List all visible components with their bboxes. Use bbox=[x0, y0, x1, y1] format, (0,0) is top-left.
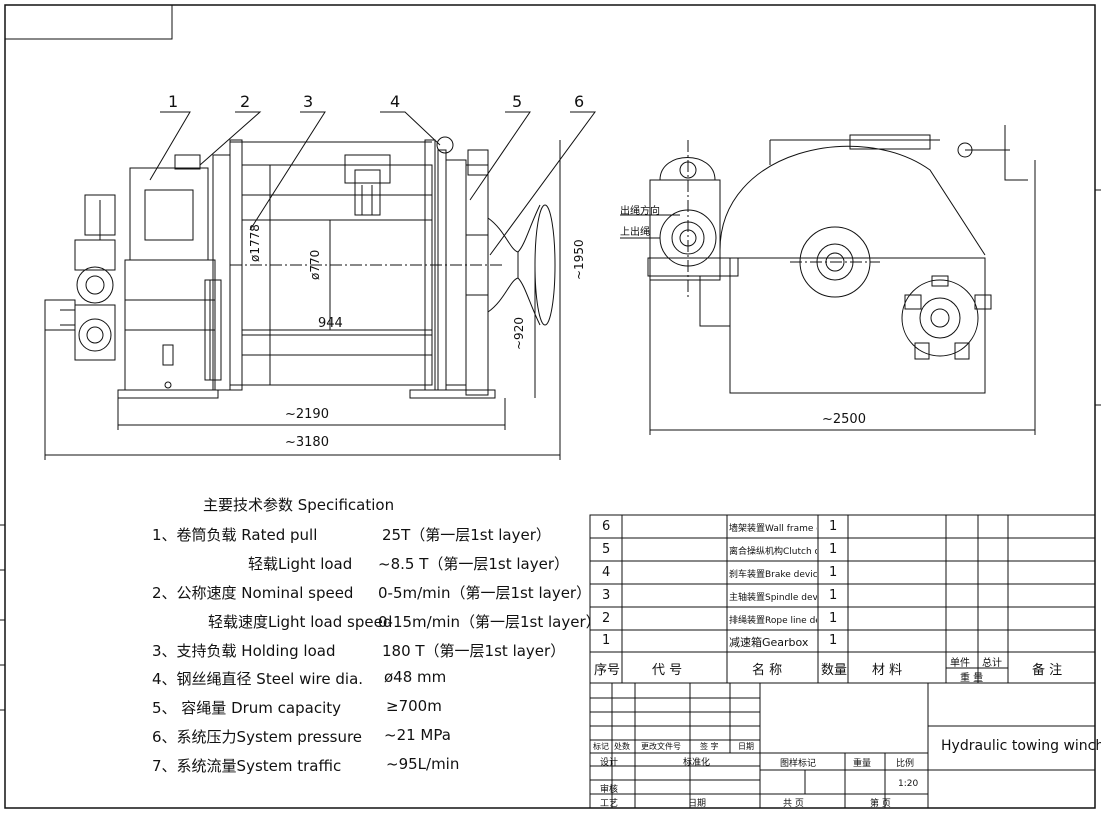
bom-qty-4: 1 bbox=[829, 565, 838, 580]
bom-header-remark: 备 注 bbox=[1032, 663, 1063, 678]
tb-standardization: 标准化 bbox=[683, 758, 711, 768]
bom-name-3: 主轴装置Spindle device bbox=[729, 593, 817, 603]
spec-value-4: 0-15m/min（第一层1st layer） bbox=[378, 613, 601, 631]
spec-value-7: ≥700m bbox=[386, 697, 442, 715]
tb-sheet: 第 页 bbox=[870, 799, 891, 809]
tb-drawing-mark: 图样标记 bbox=[780, 759, 817, 769]
bom-no-5: 5 bbox=[602, 542, 611, 557]
tb-review: 审核 bbox=[600, 785, 619, 795]
bom-table-grid bbox=[589, 514, 1096, 809]
dim-capstan-height: ~920 bbox=[512, 317, 526, 350]
spec-value-2: ~8.5 T（第一层1st layer） bbox=[378, 555, 569, 573]
rope-direction-label: 出绳方向 bbox=[620, 206, 660, 217]
part-number-5: 5 bbox=[512, 92, 523, 111]
bom-name-5: 离合操纵机构Clutch operating mechanism bbox=[729, 547, 817, 557]
bom-qty-5: 1 bbox=[829, 542, 838, 557]
spec-label-1: 1、卷筒负载 Rated pull bbox=[152, 526, 318, 544]
part-number-4: 4 bbox=[390, 92, 401, 111]
tb-weight: 重量 bbox=[853, 759, 872, 769]
tb-scale-label: 比例 bbox=[896, 759, 915, 769]
bom-name-6: 墙架装置Wall frame device bbox=[729, 524, 817, 534]
spec-title: 主要技术参数 Specification bbox=[203, 496, 395, 514]
part-number-6: 6 bbox=[574, 92, 585, 111]
drawing-title: Hydraulic towing winch bbox=[941, 738, 1101, 754]
dim-flange-diameter: ø770 bbox=[308, 249, 322, 280]
spec-label-7: 5、 容绳量 Drum capacity bbox=[152, 699, 342, 717]
tb-rev-date: 日期 bbox=[738, 742, 754, 751]
bom-header-code: 代 号 bbox=[652, 663, 683, 678]
tb-date: 日期 bbox=[688, 799, 707, 809]
spec-value-1: 25T（第一层1st layer） bbox=[382, 526, 551, 544]
dim-length-inner: ~2190 bbox=[285, 407, 329, 422]
part-number-2: 2 bbox=[240, 92, 251, 111]
bom-header-material: 材 料 bbox=[872, 663, 903, 678]
bom-qty-1: 1 bbox=[829, 633, 838, 648]
front-view bbox=[44, 111, 596, 460]
spec-value-6: ø48 mm bbox=[384, 668, 447, 686]
tb-scale: 1:20 bbox=[898, 779, 919, 789]
dim-drum-diameter: ø1778 bbox=[248, 224, 262, 262]
tb-process: 工艺 bbox=[600, 799, 619, 809]
tb-total-sheets: 共 页 bbox=[783, 799, 804, 809]
drawing-number-box bbox=[4, 4, 173, 40]
bom-qty-3: 1 bbox=[829, 588, 838, 603]
tb-rev-mark: 标记 bbox=[593, 742, 609, 751]
bom-name-2: 排绳装置Rope line device bbox=[729, 616, 817, 626]
bom-no-6: 6 bbox=[602, 519, 611, 534]
bom-qty-2: 1 bbox=[829, 611, 838, 626]
spec-value-3: 0-5m/min（第一层1st layer） bbox=[378, 584, 592, 602]
spec-label-9: 7、系统流量System traffic bbox=[152, 757, 342, 775]
bom-name-1: 减速箱Gearbox bbox=[729, 636, 809, 649]
spec-label-3: 2、公称速度 Nominal speed bbox=[152, 584, 354, 602]
bom-no-1: 1 bbox=[602, 633, 611, 648]
spec-label-4: 轻载速度Light load speed bbox=[208, 613, 393, 631]
spec-value-5: 180 T（第一层1st layer） bbox=[382, 642, 566, 660]
tb-rev-count: 处数 bbox=[614, 742, 630, 751]
bom-no-4: 4 bbox=[602, 565, 611, 580]
part-number-3: 3 bbox=[303, 92, 314, 111]
bom-qty-6: 1 bbox=[829, 519, 838, 534]
upper-rope-label: 上出绳 bbox=[620, 227, 650, 238]
side-view bbox=[620, 125, 1036, 435]
spec-value-9: ~95L/min bbox=[386, 755, 460, 773]
tb-design: 设计 bbox=[600, 758, 619, 768]
dim-height-total: ~1950 bbox=[572, 239, 586, 280]
bom-no-3: 3 bbox=[602, 588, 611, 603]
tb-rev-sign: 签 字 bbox=[700, 742, 719, 751]
dim-length-overall: ~3180 bbox=[285, 435, 329, 450]
bom-header-weight: 重 量 bbox=[960, 673, 984, 684]
spec-value-8: ~21 MPa bbox=[384, 726, 451, 744]
bom-header-qty: 数量 bbox=[821, 663, 848, 678]
bom-header-no: 序号 bbox=[594, 663, 621, 678]
tb-rev-doc: 更改文件号 bbox=[641, 742, 681, 751]
spec-label-5: 3、支持负载 Holding load bbox=[152, 642, 336, 660]
spec-label-6: 4、钢丝绳直径 Steel wire dia. bbox=[152, 670, 364, 688]
part-number-1: 1 bbox=[168, 92, 179, 111]
spec-label-2: 轻载Light load bbox=[248, 555, 353, 573]
dim-drum-length: 944 bbox=[318, 316, 343, 331]
bom-header-unit-weight: 单件 bbox=[950, 658, 970, 669]
bom-header-name: 名 称 bbox=[752, 663, 783, 678]
bom-header-total-weight: 总计 bbox=[982, 658, 1002, 669]
sheet-border bbox=[4, 4, 1096, 809]
bom-no-2: 2 bbox=[602, 611, 611, 626]
dim-width-side: ~2500 bbox=[822, 412, 866, 427]
spec-label-8: 6、系统压力System pressure bbox=[152, 728, 363, 746]
bom-name-4: 刹车装置Brake device bbox=[729, 570, 817, 580]
